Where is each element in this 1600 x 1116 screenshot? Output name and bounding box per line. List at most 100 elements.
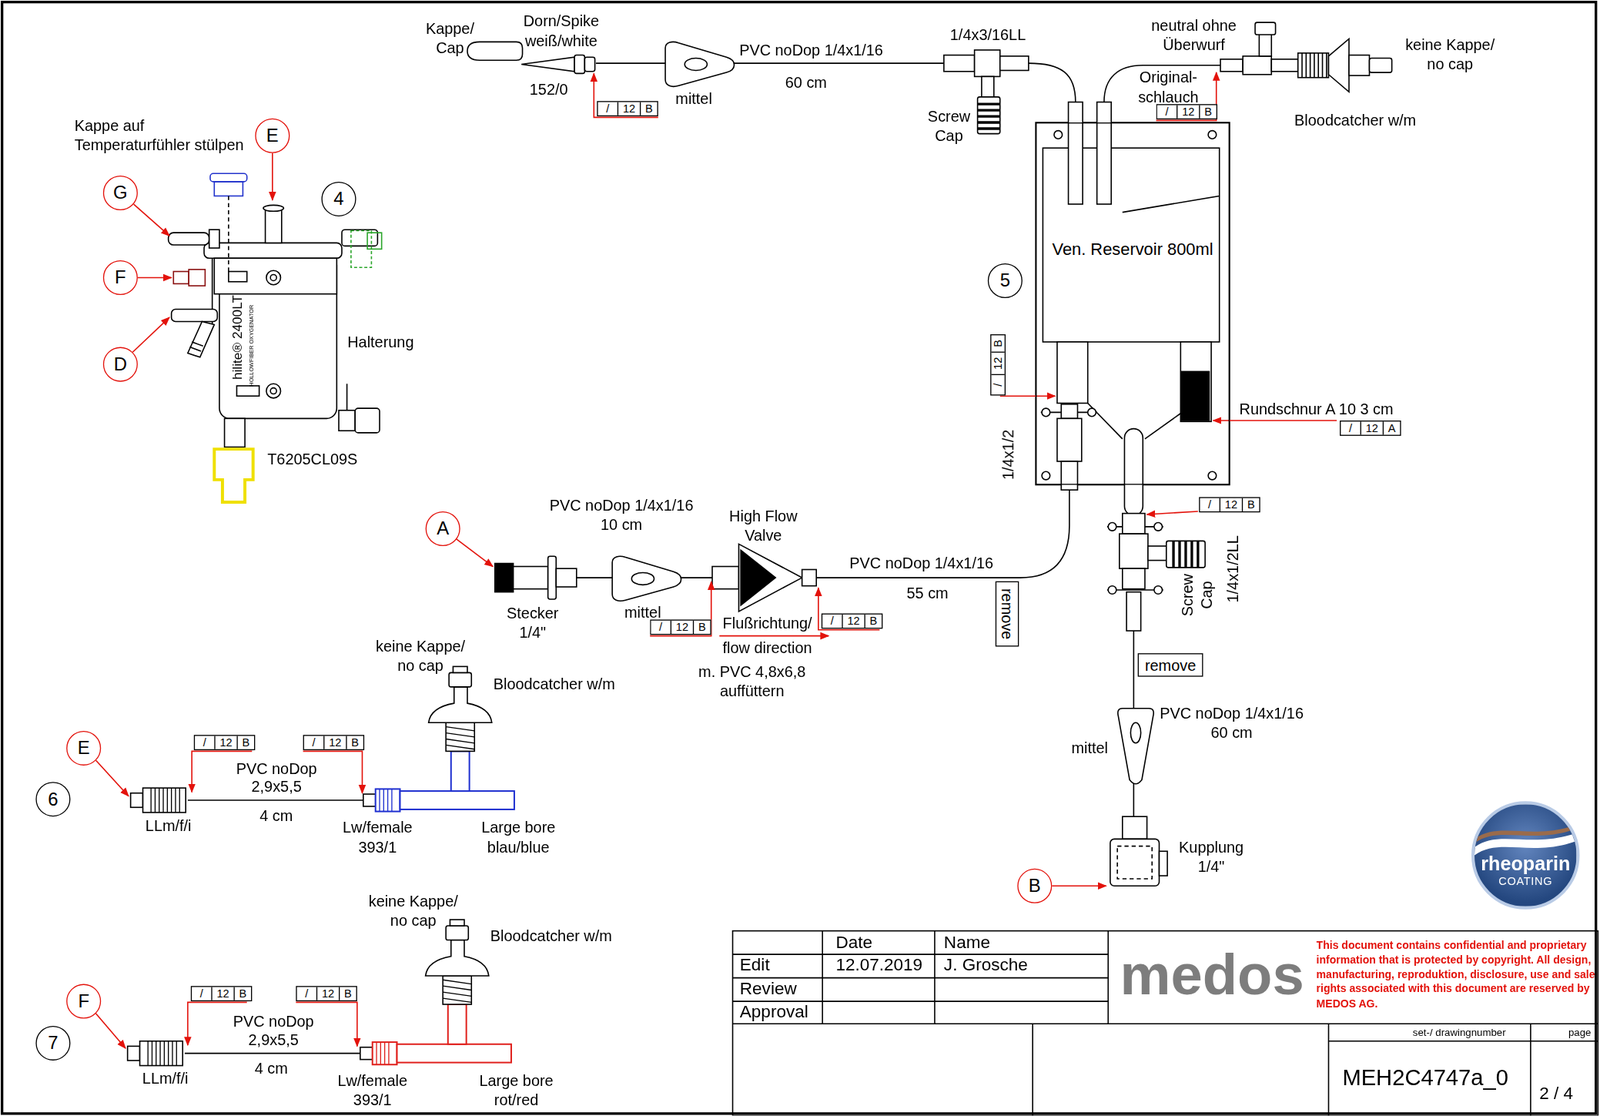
tag-cell: 12 <box>317 986 340 1000</box>
leader-line <box>132 317 170 352</box>
reservoir-art <box>1166 540 1206 567</box>
part-label: 4 cm <box>254 1057 288 1078</box>
part-label: m. PVC 4,8x6,8 auffüttern <box>696 661 809 700</box>
part-tag: /12B <box>596 100 659 117</box>
reservoir-art <box>1110 838 1160 886</box>
part-label: set-/ drawingnumber <box>1412 1024 1507 1038</box>
tag-cell: B <box>640 101 657 115</box>
part-label: Flußrichtung/ flow direction <box>720 611 815 661</box>
part-label: Halterung <box>347 331 414 351</box>
oxygenator-art <box>168 232 210 245</box>
oxygenator-art <box>204 242 342 258</box>
part-label: Bloodcatcher w/m <box>490 924 613 944</box>
callout-letter: B <box>1028 874 1042 897</box>
arterial-line <box>495 543 817 611</box>
tag-cell: / <box>191 986 213 1000</box>
node-text: remove <box>998 587 1017 639</box>
reservoir-art <box>1041 408 1051 417</box>
tag-cell: / <box>297 986 318 1000</box>
reservoir-art <box>1097 102 1112 205</box>
reservoir-art <box>1154 585 1163 595</box>
oxygenator-art <box>270 274 277 281</box>
leader-line <box>96 72 1338 1048</box>
reservoir-art <box>1041 471 1051 480</box>
spike-line <box>1000 56 1029 71</box>
tag-cell: 12 <box>215 735 238 749</box>
bloodcatcher-set <box>379 788 392 811</box>
part-label: PVC noDop 1/4x1/16 <box>849 552 994 573</box>
part-label: T6205CL09S <box>267 448 358 468</box>
spike-line <box>1328 38 1349 92</box>
part-label: PVC noDop 1/4x1/16 <box>739 39 884 59</box>
oxygenator-art <box>187 321 215 357</box>
part-label: Edit <box>739 954 770 976</box>
callout-circle: 4 <box>321 181 356 217</box>
arterial-line <box>631 572 654 585</box>
oxygenator-art <box>338 410 355 432</box>
callout-circle: A <box>425 511 461 546</box>
tag-cell: B <box>693 619 710 633</box>
reservoir-art <box>816 489 1070 578</box>
callout-circle: B <box>1017 868 1052 904</box>
arterial-line <box>802 569 817 586</box>
reservoir-art <box>1057 341 1088 404</box>
tag-cell: / <box>598 101 620 115</box>
callout-circle: G <box>103 175 138 211</box>
part-tag: /12B <box>649 619 712 635</box>
reservoir-box: Ven. Reservoir 800ml <box>1035 122 1230 485</box>
part-label: Kappe/ Cap <box>423 18 477 57</box>
part-label: MEH2C4747a_0 <box>1342 1064 1509 1091</box>
part-label: Name <box>943 932 991 954</box>
part-label: PVC noDop 2,9x5,5 <box>233 759 319 797</box>
oxygenator-art <box>367 232 382 249</box>
part-label: 1/4x1/2LL <box>1222 535 1242 603</box>
callout-letter: G <box>113 182 128 205</box>
leader-line <box>1147 511 1199 515</box>
bloodcatcher-set <box>150 787 180 813</box>
callout-circle: F <box>66 984 101 1019</box>
bloodcatcher-set <box>130 666 515 813</box>
part-label: keine Kappe/ no cap <box>1398 34 1502 74</box>
bloodcatcher-set <box>451 750 470 791</box>
spike-line <box>1348 55 1370 77</box>
spike-line <box>595 62 945 64</box>
spike-line <box>1028 63 1076 102</box>
tag-cell: B <box>234 986 252 1000</box>
spike-line <box>977 103 1001 129</box>
bloodcatcher-set <box>375 788 401 811</box>
callout-circle: 6 <box>35 781 71 817</box>
spike-line <box>665 41 734 87</box>
part-tag: /12B <box>295 985 358 1001</box>
part-label: Dorn/Spike weiß/white <box>521 11 603 51</box>
bloodcatcher-set <box>445 726 475 750</box>
bloodcatcher-set <box>428 686 493 723</box>
tag-cell: / <box>194 735 216 749</box>
reservoir-art <box>1119 533 1149 569</box>
bloodcatcher-set <box>187 799 364 801</box>
coating-logo: rheoparinCOATING <box>1471 800 1580 909</box>
tag-cell: B <box>990 334 1005 352</box>
arterial-line <box>740 549 776 606</box>
leader-line <box>133 204 170 236</box>
part-label: 1/4x3/16LL <box>950 23 1026 44</box>
callout-letter: 4 <box>333 188 344 211</box>
part-label: Original- schlauch <box>1135 66 1202 106</box>
part-label: 1/4x1/2 <box>997 428 1018 479</box>
oxygenator-art <box>171 309 218 322</box>
tag-cell: B <box>347 735 364 749</box>
reservoir-art <box>1122 568 1145 590</box>
spike-line <box>981 76 995 98</box>
part-label: page <box>1568 1024 1591 1038</box>
leader-line <box>96 1013 126 1048</box>
callout-letter: 6 <box>47 788 58 811</box>
arterial-line <box>513 566 549 590</box>
part-label: mittel <box>624 601 662 621</box>
reservoir-art <box>1107 585 1117 595</box>
tag-cell: A <box>1383 421 1400 435</box>
reservoir-art <box>1154 522 1163 532</box>
tag-cell: / <box>1340 421 1362 435</box>
reservoir-art <box>1181 371 1210 421</box>
callout-circle: 7 <box>35 1025 71 1061</box>
callout-letter: D <box>113 353 128 375</box>
